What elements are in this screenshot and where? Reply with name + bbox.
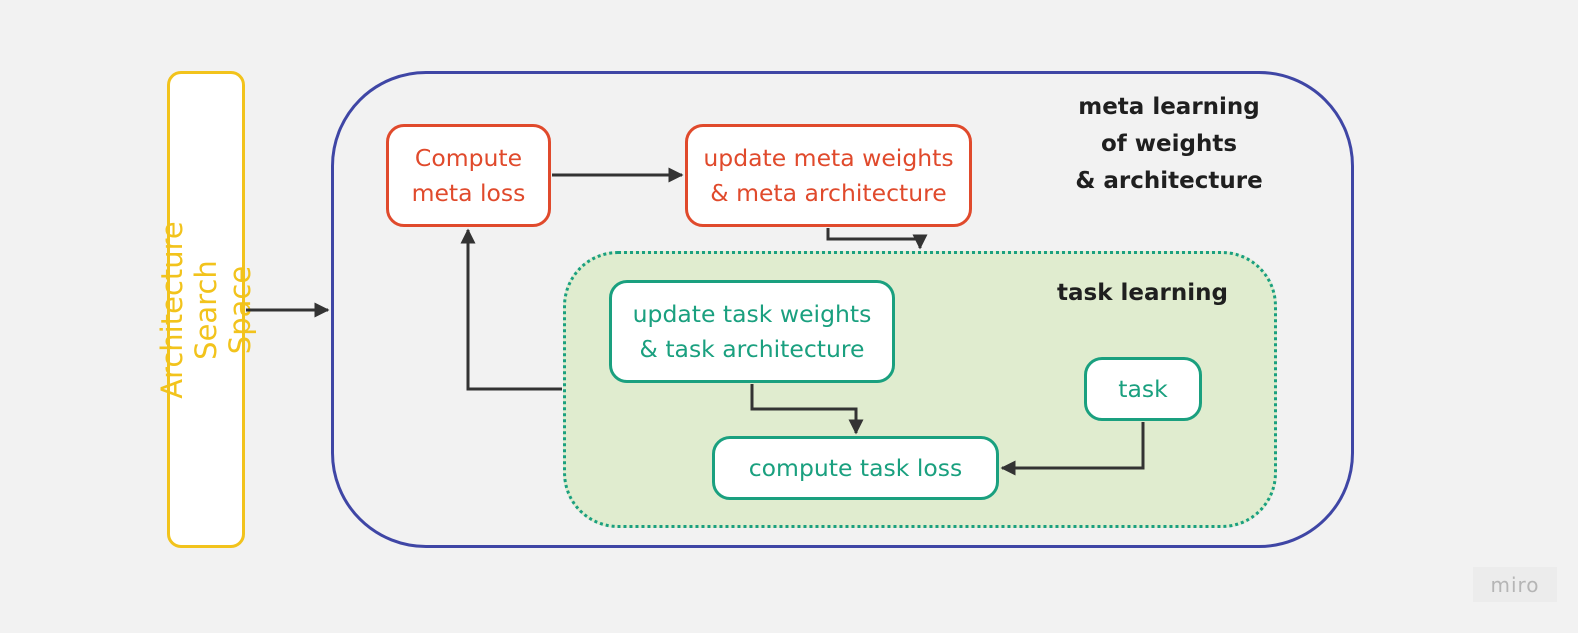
task-label: task [1118, 374, 1168, 403]
compute-meta-loss-node[interactable]: Compute meta loss [386, 124, 551, 227]
meta-learning-title: meta learning of weights & architecture [1075, 94, 1263, 194]
compute-task-loss-node[interactable]: compute task loss [712, 436, 999, 500]
miro-watermark: miro [1473, 567, 1557, 602]
task-node[interactable]: task [1084, 357, 1202, 421]
compute-meta-loss-label: Compute meta loss [411, 143, 526, 207]
architecture-search-space-box[interactable]: Architecture Search Space [155, 71, 257, 548]
update-meta-weights-label: update meta weights & meta architecture [703, 143, 954, 207]
architecture-search-space-label: Architecture Search Space [155, 220, 257, 399]
update-task-weights-node[interactable]: update task weights & task architecture [609, 280, 895, 383]
compute-task-loss-label: compute task loss [748, 453, 963, 482]
task-learning-title: task learning [1057, 280, 1228, 306]
update-meta-weights-node[interactable]: update meta weights & meta architecture [685, 124, 972, 227]
update-task-weights-label: update task weights & task architecture [632, 299, 872, 363]
